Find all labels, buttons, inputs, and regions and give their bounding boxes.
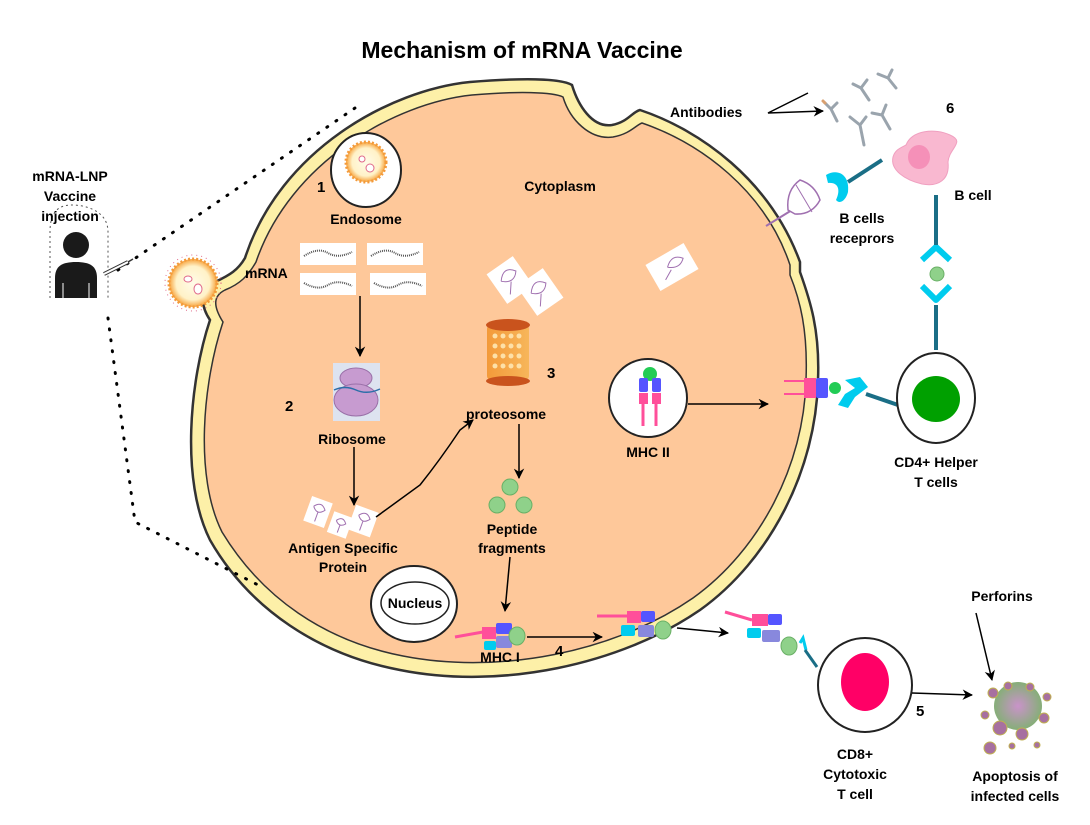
- mhc1-presented-to-cd8: [724, 610, 819, 668]
- cd4-helper-t-cell: [896, 352, 976, 444]
- proteosome-label: proteosome: [466, 406, 546, 422]
- endosome-label: Endosome: [330, 211, 402, 227]
- mhc2-complex: [608, 358, 688, 438]
- b-cell: [892, 130, 958, 186]
- mhc2-surface-complex: [784, 378, 841, 398]
- antibody-icons: [821, 68, 898, 147]
- perforins-label: Perforins: [971, 588, 1033, 604]
- peptide-fragments-label-line2: fragments: [478, 540, 546, 556]
- lipid-nanoparticle-icon: [164, 254, 222, 312]
- injection-label-line1: mRNA-LNP: [32, 168, 107, 184]
- arrow-protein-to-proteosome: [375, 419, 474, 518]
- peptide-fragments-label-line1: Peptide: [487, 521, 538, 537]
- b-cell-receptors-label-line2: receprors: [830, 230, 895, 246]
- antigen-protein-icons: [303, 496, 379, 539]
- apoptosis-label-line1: Apoptosis of: [972, 768, 1058, 784]
- surface-spike-antigen-icon: [765, 179, 821, 227]
- arrow-peptides-to-mhc1: [500, 556, 512, 613]
- arrow-cd8-to-apoptosis: [911, 689, 974, 700]
- cd8-cytotoxic-t-cell: [817, 637, 913, 733]
- syringe-icon: [103, 258, 134, 276]
- cd4-label-line2: T cells: [914, 474, 958, 490]
- mrna-strands: [300, 243, 426, 295]
- nucleus-label: Nucleus: [388, 595, 443, 611]
- b-cell-receptor: [826, 158, 884, 203]
- step-1: 1: [317, 179, 325, 196]
- b-cell-receptors-label-line1: B cells: [839, 210, 884, 226]
- nucleus: [370, 565, 458, 643]
- ribosome-icon: [333, 363, 381, 421]
- mhc1-complex: [454, 623, 526, 650]
- ribosome-label: Ribosome: [318, 431, 386, 447]
- cd4-t-cell-receptor: [838, 377, 899, 408]
- mrna-label: mRNA: [245, 265, 288, 281]
- person-icon: [49, 204, 109, 298]
- peptide-fragments-icon: [488, 478, 533, 514]
- injection-label-line3: injection: [41, 208, 99, 224]
- dotted-connector-upper: [116, 106, 357, 272]
- step-2: 2: [285, 398, 293, 415]
- apoptotic-cell-icon: [980, 681, 1052, 755]
- step-6: 6: [946, 100, 954, 117]
- mhc1-label: MHC I: [480, 649, 520, 665]
- diagram-title: Mechanism of mRNA Vaccine: [361, 37, 682, 63]
- mhc1-surface-complex: [597, 611, 672, 640]
- step-4: 4: [555, 643, 564, 660]
- step-5: 5: [916, 703, 924, 720]
- antigen-protein-label-line1: Antigen Specific: [288, 540, 398, 556]
- antigen-icons-cytoplasm: [486, 243, 699, 316]
- cd8-label-line2: Cytotoxic: [823, 766, 887, 782]
- antibodies-label: Antibodies: [670, 104, 743, 120]
- apoptosis-label-line2: infected cells: [971, 788, 1060, 804]
- cd8-label-line3: T cell: [837, 786, 873, 802]
- arrow-surface-to-tcr: [676, 626, 730, 638]
- cytoplasm-label: Cytoplasm: [524, 178, 596, 194]
- arrow-perforins: [975, 612, 995, 682]
- step-3: 3: [547, 365, 555, 382]
- b-cell-receptor-chain: [919, 195, 953, 350]
- antigen-protein-label-line2: Protein: [319, 559, 367, 575]
- injection-label-line2: Vaccine: [44, 188, 96, 204]
- antibodies-pointer: [767, 92, 825, 117]
- b-cell-label: B cell: [954, 187, 991, 203]
- proteosome-icon: [486, 319, 530, 386]
- cd8-label-line1: CD8+: [837, 746, 873, 762]
- cd4-label-line1: CD4+ Helper: [894, 454, 978, 470]
- mhc2-label: MHC II: [626, 444, 670, 460]
- endosome: [330, 132, 402, 208]
